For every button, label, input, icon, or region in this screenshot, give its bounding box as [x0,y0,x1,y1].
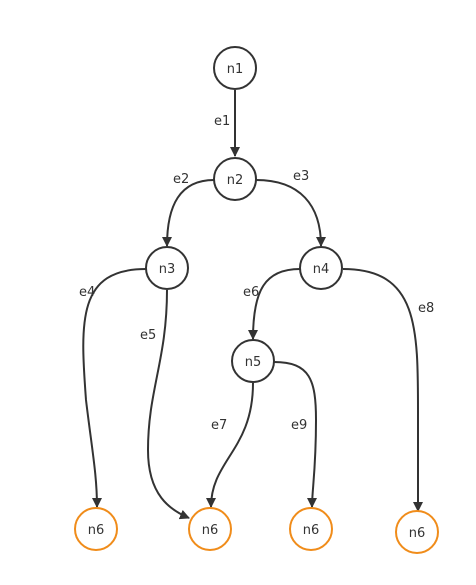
node-label-n2: n2 [227,173,244,188]
edge-e4[interactable] [82,268,147,508]
node-label-n3: n3 [159,262,176,277]
edge-label-e9: e9 [291,418,307,433]
leaf-node-4[interactable]: n6 [395,510,439,554]
edge-e9[interactable] [273,361,318,508]
node-label-n5: n5 [245,355,262,370]
leaf-node-2[interactable]: n6 [188,507,232,551]
leaf-node-label-1: n6 [88,523,105,538]
node-n3[interactable]: n3 [145,246,189,290]
edge-e2[interactable] [162,179,215,247]
edge-label-e7: e7 [211,418,227,433]
leaf-node-label-4: n6 [409,526,426,541]
edge-label-e6: e6 [243,285,259,300]
edge-e3[interactable] [255,179,326,247]
edge-label-e8: e8 [418,301,434,316]
node-label-n4: n4 [313,262,330,277]
edge-label-e2: e2 [173,172,189,187]
edge-label-e5: e5 [140,328,156,343]
nodes: n1 n2 n3 n4 n5 n6 n6 n6 [74,46,439,554]
leaf-node-1[interactable]: n6 [74,507,118,551]
leaf-node-label-3: n6 [303,523,320,538]
edge-labels: e1 e2 e3 e4 e5 e6 e7 e8 e9 [79,114,434,433]
edge-label-e3: e3 [293,169,309,184]
edges [82,90,423,520]
leaf-node-3[interactable]: n6 [289,507,333,551]
node-label-n1: n1 [227,62,244,77]
node-n1[interactable]: n1 [213,46,257,90]
edge-e7[interactable] [206,382,254,508]
edge-label-e4: e4 [79,285,95,300]
node-n4[interactable]: n4 [299,246,343,290]
edge-e8[interactable] [342,268,423,512]
edge-e6[interactable] [248,268,301,340]
node-n2[interactable]: n2 [213,157,257,201]
leaf-node-label-2: n6 [202,523,219,538]
node-n5[interactable]: n5 [231,339,275,383]
edge-e5[interactable] [146,289,190,520]
edge-label-e1: e1 [214,114,230,129]
